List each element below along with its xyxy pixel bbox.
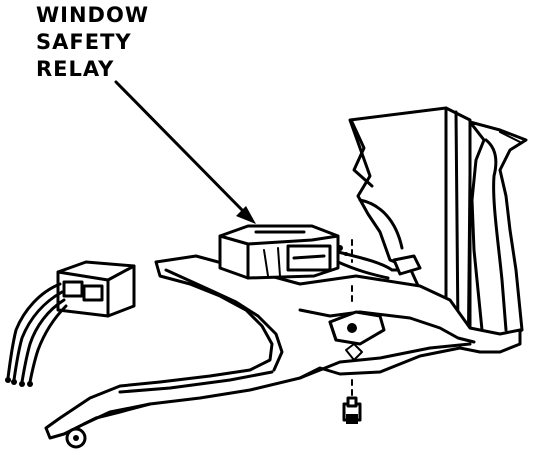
- mounting-bracket: [44, 254, 522, 449]
- fastener-bolt: [342, 239, 362, 424]
- vertical-bracket: [467, 120, 528, 340]
- window-safety-relay-label: WINDOW SAFETY RELAY: [36, 2, 149, 83]
- relay-leads: [336, 250, 422, 280]
- mounting-tab: [328, 310, 386, 361]
- harness-connector: [56, 260, 136, 318]
- label-line-2: SAFETY: [36, 30, 132, 54]
- harness-wires: [5, 282, 68, 387]
- label-line-3: RELAY: [36, 57, 115, 81]
- leader-arrow: [114, 80, 256, 224]
- window-safety-relay: [218, 224, 348, 280]
- label-line-1: WINDOW: [36, 3, 149, 27]
